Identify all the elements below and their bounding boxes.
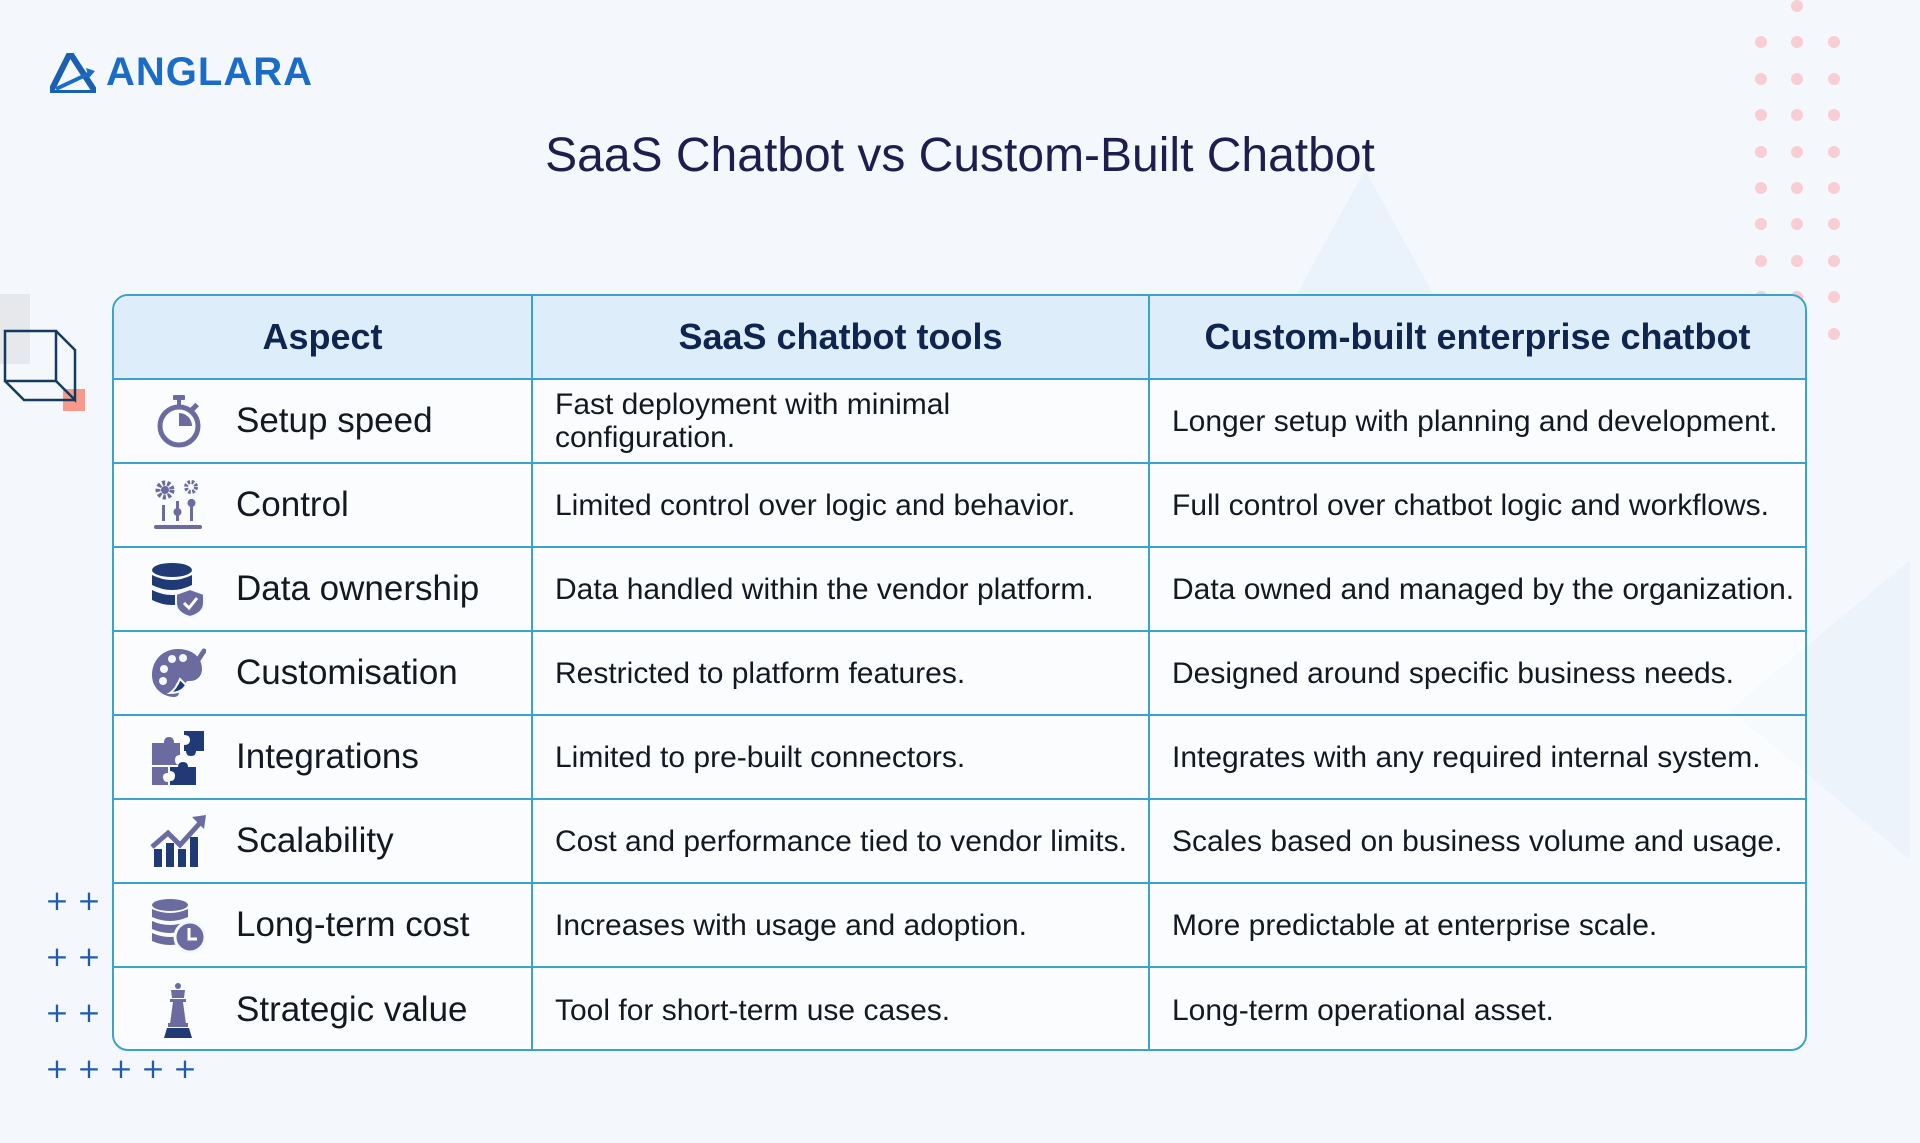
column-header-aspect: Aspect xyxy=(114,296,533,378)
column-header-saas: SaaS chatbot tools xyxy=(533,296,1150,378)
table-row: Data ownership Data handled within the v… xyxy=(114,548,1805,632)
table-row: Integrations Limited to pre-built connec… xyxy=(114,716,1805,800)
cube-decoration-icon xyxy=(0,294,85,411)
table-row: Setup speed Fast deployment with minimal… xyxy=(114,380,1805,464)
gears-sliders-icon xyxy=(154,480,202,529)
aspect-label: Long-term cost xyxy=(236,905,470,944)
page-title: SaaS Chatbot vs Custom-Built Chatbot xyxy=(545,129,1375,182)
custom-description: Scales based on business volume and usag… xyxy=(1172,824,1783,858)
saas-description: Fast deployment with minimal configurati… xyxy=(555,388,951,454)
palette-brush-icon xyxy=(152,648,206,697)
table-header-row: Aspect SaaS chatbot tools Custom-built e… xyxy=(114,296,1805,380)
table-row: Strategic value Tool for short-term use … xyxy=(114,968,1805,1049)
brand-logo[interactable]: ANGLARA xyxy=(50,50,313,95)
aspect-label: Scalability xyxy=(236,821,394,860)
database-shield-icon xyxy=(152,563,205,617)
aspect-label: Setup speed xyxy=(236,401,433,440)
comparison-table: Aspect SaaS chatbot tools Custom-built e… xyxy=(112,294,1807,1051)
table-row: Scalability Cost and performance tied to… xyxy=(114,800,1805,884)
custom-description: Longer setup with planning and developme… xyxy=(1172,404,1778,438)
column-header-custom: Custom-built enterprise chatbot xyxy=(1204,316,1751,357)
growth-chart-icon xyxy=(150,815,206,867)
aspect-label: Strategic value xyxy=(236,990,468,1029)
stopwatch-icon xyxy=(157,395,201,448)
table-row: Customisation Restricted to platform fea… xyxy=(114,632,1805,716)
aspect-label: Data ownership xyxy=(236,569,480,608)
saas-description: Tool for short-term use cases. xyxy=(555,993,951,1027)
custom-description: More predictable at enterprise scale. xyxy=(1172,908,1658,942)
custom-description: Full control over chatbot logic and work… xyxy=(1172,488,1769,522)
saas-description: Cost and performance tied to vendor limi… xyxy=(555,824,1127,858)
puzzle-pieces-icon xyxy=(152,731,204,785)
custom-description: Designed around specific business needs. xyxy=(1172,656,1735,690)
saas-description: Limited control over logic and behavior. xyxy=(555,488,1076,522)
table-row: Control Limited control over logic and b… xyxy=(114,464,1805,548)
table-row: Long-term cost Increases with usage and … xyxy=(114,884,1805,968)
custom-description: Data owned and managed by the organizati… xyxy=(1172,572,1795,606)
triangle-arrow-logo-icon xyxy=(50,52,96,93)
saas-description: Increases with usage and adoption. xyxy=(555,908,1027,942)
aspect-label: Control xyxy=(236,485,349,524)
custom-description: Integrates with any required internal sy… xyxy=(1172,740,1761,774)
aspect-label: Customisation xyxy=(236,653,458,692)
custom-description: Long-term operational asset. xyxy=(1172,993,1554,1027)
saas-description: Limited to pre-built connectors. xyxy=(555,740,966,774)
saas-description: Data handled within the vendor platform. xyxy=(555,572,1094,606)
aspect-label: Integrations xyxy=(236,737,419,776)
saas-description: Restricted to platform features. xyxy=(555,656,966,690)
brand-name: ANGLARA xyxy=(106,50,313,94)
chess-queen-icon xyxy=(164,983,192,1038)
coins-clock-icon xyxy=(152,899,206,953)
